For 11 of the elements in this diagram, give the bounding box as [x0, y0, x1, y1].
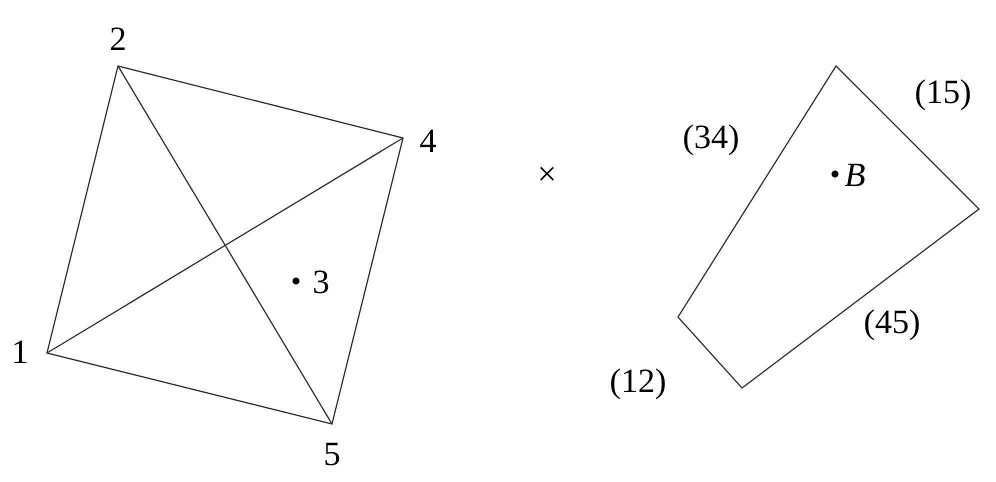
side-index-label: (45): [864, 306, 920, 340]
side-index-label: (34): [682, 121, 740, 155]
vertex-label: 1: [12, 336, 28, 370]
vertex-label: 2: [110, 23, 126, 57]
vertex-label: 4: [420, 125, 436, 159]
vertex-label: 5: [324, 438, 340, 472]
point-label: B: [844, 159, 866, 193]
side-index-label: (15): [914, 76, 972, 110]
multiplication-sign: ×: [537, 158, 557, 192]
side-index-label: (12): [610, 365, 666, 399]
point-label: 3: [312, 266, 330, 300]
